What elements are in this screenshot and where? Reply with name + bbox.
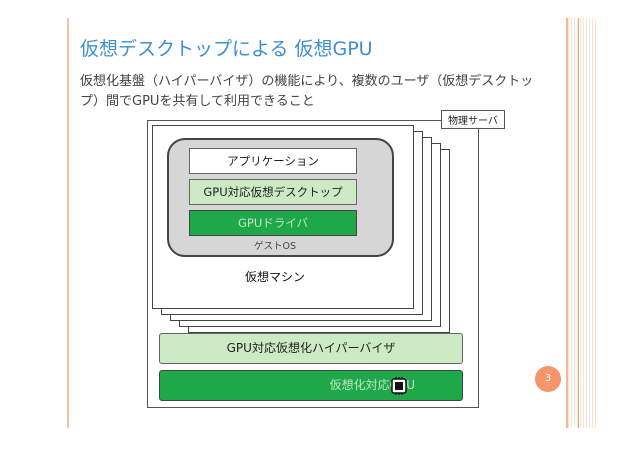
- slide-title: 仮想デスクトップによる 仮想GPU: [80, 38, 373, 60]
- gpu-driver-layer: GPUドライバ: [189, 210, 357, 236]
- left-border-line: [67, 18, 69, 428]
- gpu-layer: 仮想化対応GPU: [159, 370, 463, 401]
- right-decorative-line: [578, 18, 579, 428]
- server-label: 物理サーバ: [441, 110, 505, 129]
- chip-icon: [391, 377, 407, 395]
- right-decorative-band: [566, 18, 598, 428]
- virtual-desktop-layer: GPU対応仮想デスクトップ: [189, 179, 357, 205]
- virtual-machine-label: 仮想マシン: [244, 270, 305, 284]
- page-number-badge: 3: [535, 366, 561, 392]
- gpu-label: 仮想化対応GPU: [329, 378, 415, 392]
- hypervisor-layer: GPU対応仮想化ハイパーバイザ: [159, 333, 463, 364]
- slide-subtitle: 仮想化基盤（ハイパーバイザ）の機能により、複数のユーザ（仮想デスクトップ）間でG…: [80, 74, 534, 109]
- application-layer: アプリケーション: [189, 148, 357, 174]
- guest-os-label: ゲストOS: [253, 241, 296, 252]
